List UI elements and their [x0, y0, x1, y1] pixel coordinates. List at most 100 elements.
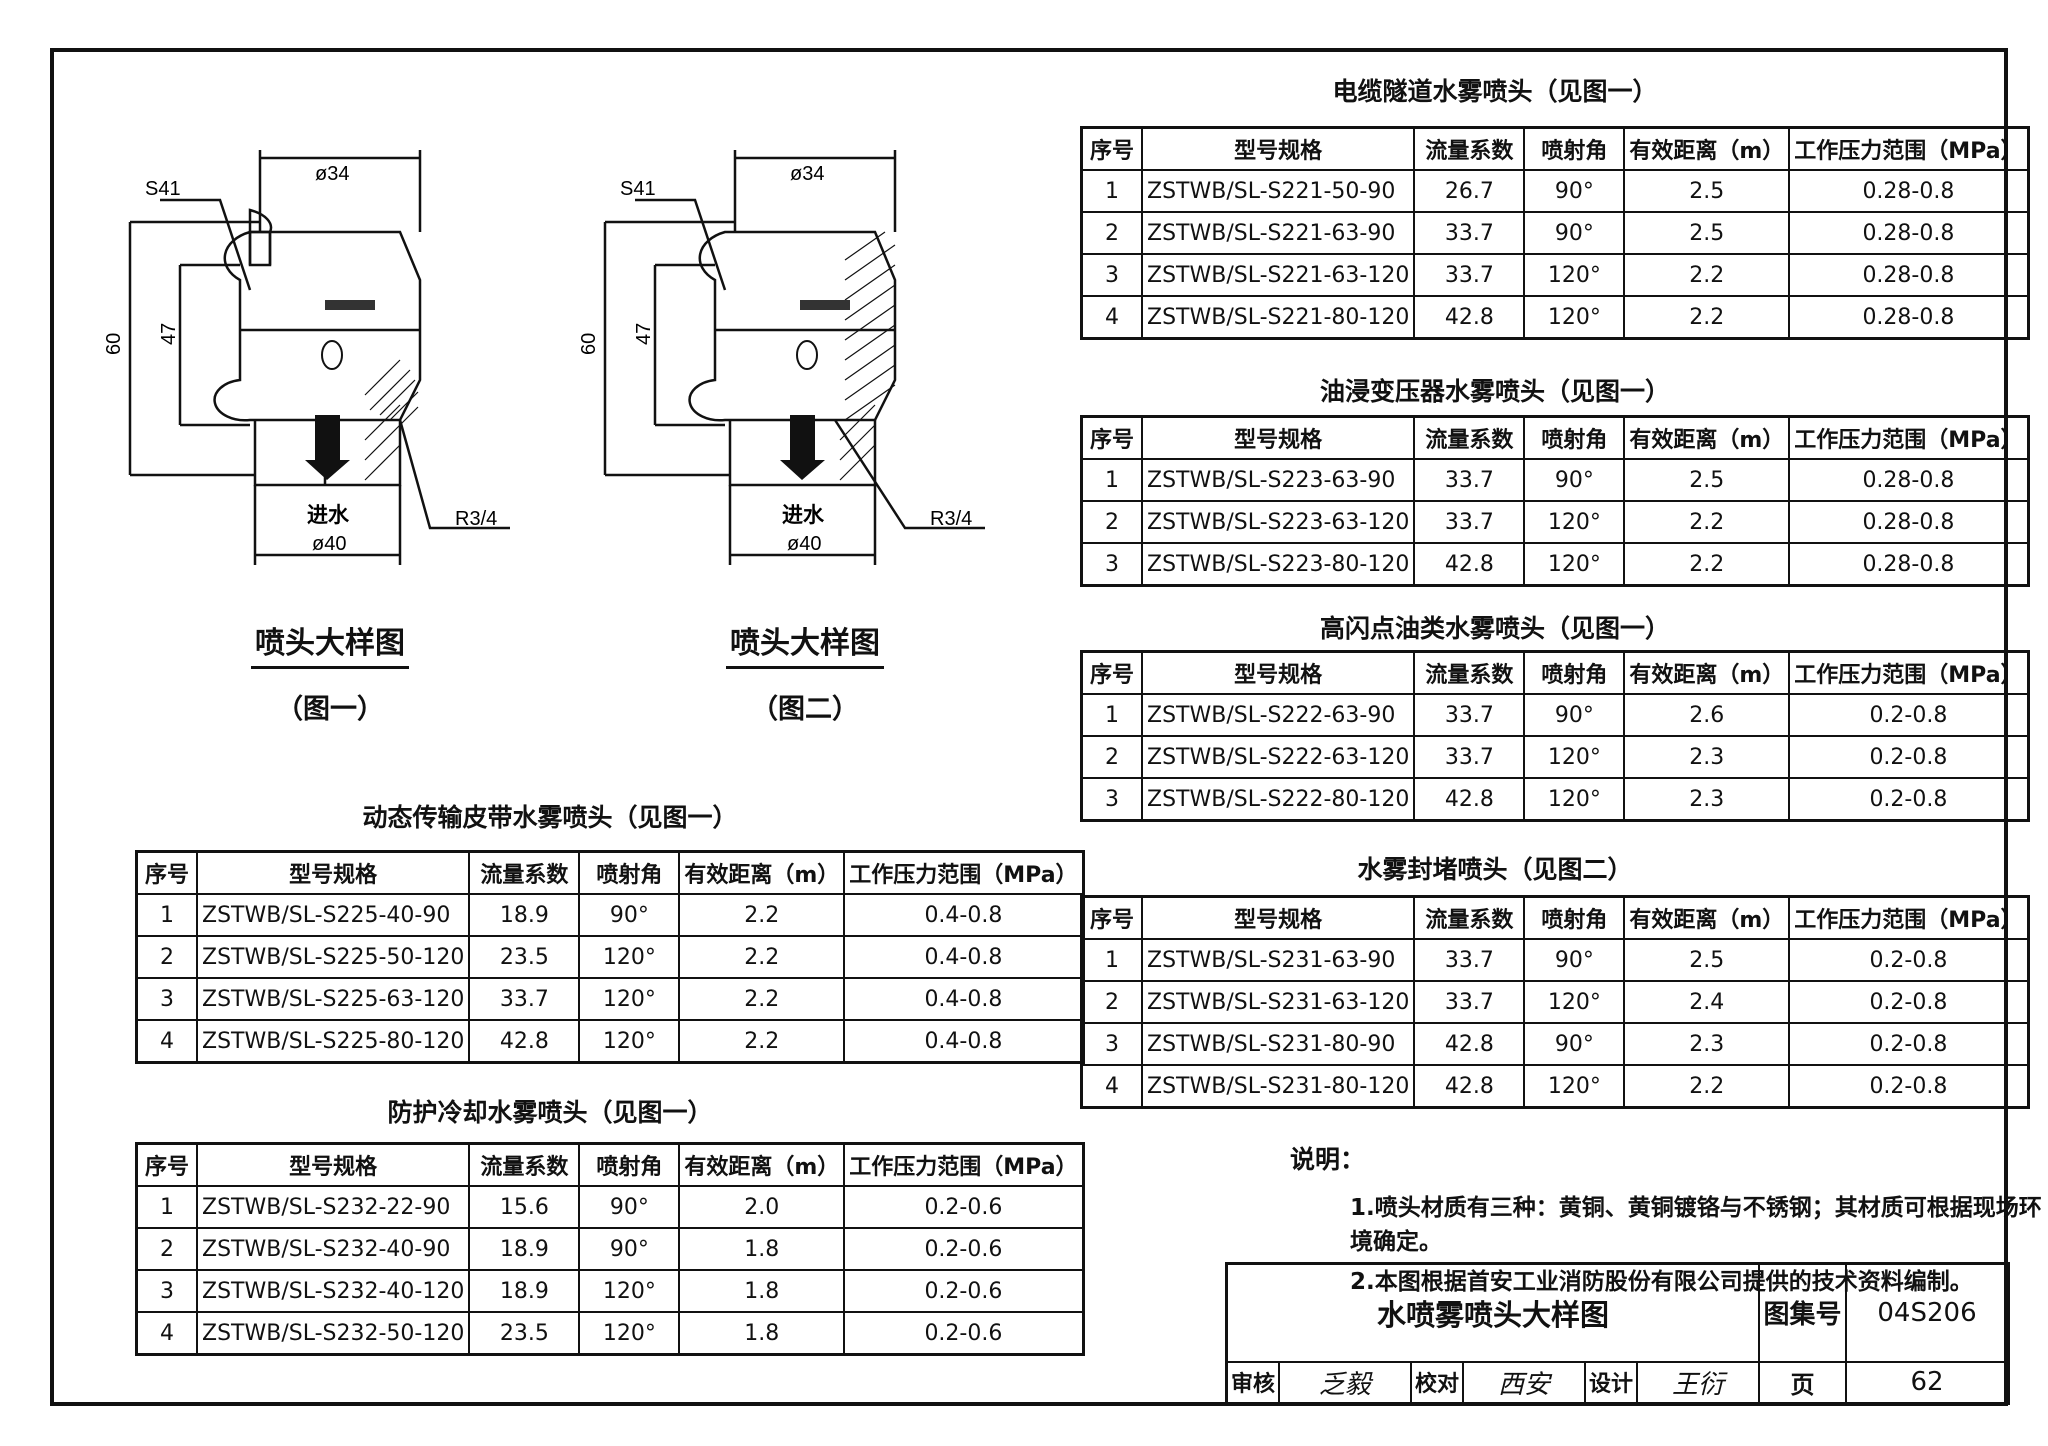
header-spray-angle: 喷射角	[1523, 650, 1626, 695]
cell-model: ZSTWB/SL-S225-63-120	[195, 977, 471, 1021]
cell-effective-distance: 2.2	[1623, 542, 1791, 587]
cell-spray-angle: 90°	[578, 1227, 681, 1271]
cell-index: 1	[1080, 169, 1143, 213]
cell-spray-angle: 90°	[578, 893, 681, 937]
header-spray-angle: 喷射角	[1523, 415, 1626, 460]
figure-1-caption: 喷头大样图 （图一）	[230, 618, 430, 726]
dim-hex-height: 47	[158, 323, 180, 345]
figure-2-caption: 喷头大样图 （图二）	[705, 618, 905, 726]
header-index: 序号	[1080, 126, 1143, 171]
cell-index: 3	[135, 977, 198, 1021]
cell-model: ZSTWB/SL-S231-80-120	[1140, 1064, 1416, 1109]
cell-index: 2	[1080, 980, 1143, 1024]
dim-total-height: 60	[578, 333, 600, 355]
cell-spray-angle: 90°	[1523, 169, 1626, 213]
cell-pressure-range: 0.28-0.8	[1788, 169, 2030, 213]
cell-pressure-range: 0.2-0.8	[1788, 735, 2030, 779]
cell-pressure-range: 0.2-0.8	[1788, 1064, 2030, 1109]
cell-index: 3	[1080, 1022, 1143, 1066]
cell-spray-angle: 120°	[1523, 500, 1626, 544]
page-label: 页	[1758, 1360, 1847, 1405]
header-spray-angle: 喷射角	[1523, 126, 1626, 171]
header-index: 序号	[1080, 415, 1143, 460]
cell-flow-coefficient: 33.7	[1413, 693, 1526, 737]
figure-2-title: 喷头大样图	[726, 618, 884, 669]
cell-model: ZSTWB/SL-S223-63-90	[1140, 458, 1416, 502]
cell-index: 4	[135, 1019, 198, 1064]
dim-bottom-diameter: ø40	[312, 533, 346, 555]
header-pressure-range: 工作压力范围（MPa）	[1788, 126, 2030, 171]
header-effective-distance: 有效距离（m）	[678, 1142, 846, 1187]
cell-effective-distance: 2.5	[1623, 169, 1791, 213]
header-index: 序号	[1080, 650, 1143, 695]
table-header-row: 序号型号规格流量系数喷射角有效距离（m）工作压力范围（MPa）	[1080, 895, 2030, 940]
cell-pressure-range: 0.28-0.8	[1788, 458, 2030, 502]
tunnel-table-title: 电缆隧道水雾喷头（见图一）	[1332, 77, 1658, 106]
cell-flow-coefficient: 26.7	[1413, 169, 1526, 213]
cell-effective-distance: 2.6	[1623, 693, 1791, 737]
cell-index: 4	[1080, 1064, 1143, 1109]
cell-pressure-range: 0.2-0.8	[1788, 777, 2030, 822]
cell-spray-angle: 120°	[1523, 542, 1626, 587]
cell-model: ZSTWB/SL-S225-50-120	[195, 935, 471, 979]
cell-spray-angle: 90°	[1523, 693, 1626, 737]
header-flow-coefficient: 流量系数	[1413, 895, 1526, 940]
header-model: 型号规格	[1140, 415, 1416, 460]
atlas-label: 图集号	[1758, 1262, 1847, 1363]
cell-flow-coefficient: 33.7	[1413, 500, 1526, 544]
cell-flow-coefficient: 33.7	[1413, 253, 1526, 297]
cell-pressure-range: 0.2-0.6	[843, 1227, 1085, 1271]
cell-model: ZSTWB/SL-S225-40-90	[195, 893, 471, 937]
cell-flow-coefficient: 42.8	[1413, 1022, 1526, 1066]
cell-flow-coefficient: 33.7	[1413, 458, 1526, 502]
cell-model: ZSTWB/SL-S222-63-120	[1140, 735, 1416, 779]
cell-index: 3	[1080, 542, 1143, 587]
cell-pressure-range: 0.2-0.8	[1788, 980, 2030, 1024]
designer-signature: 王衍	[1636, 1360, 1760, 1405]
transformer-table-title: 油浸变压器水雾喷头（见图一）	[1319, 377, 1670, 406]
header-spray-angle: 喷射角	[578, 1142, 681, 1187]
cell-flow-coefficient: 15.6	[468, 1185, 581, 1229]
header-index: 序号	[135, 850, 198, 895]
cell-pressure-range: 0.4-0.8	[843, 893, 1085, 937]
cell-flow-coefficient: 33.7	[468, 977, 581, 1021]
cell-effective-distance: 2.3	[1623, 777, 1791, 822]
cell-pressure-range: 0.28-0.8	[1788, 542, 2030, 587]
cell-effective-distance: 2.2	[1623, 500, 1791, 544]
cell-effective-distance: 2.2	[1623, 1064, 1791, 1109]
title-block: 水喷雾喷头大样图 图集号 04S206 审核 乏毅 校对 西安 设计 王衍 页 …	[1225, 1262, 2010, 1405]
cell-flow-coefficient: 18.9	[468, 1269, 581, 1313]
header-model: 型号规格	[195, 850, 471, 895]
drawing-title: 水喷雾喷头大样图	[1225, 1262, 1760, 1363]
cell-effective-distance: 1.8	[678, 1311, 846, 1356]
table-header-row: 序号型号规格流量系数喷射角有效距离（m）工作压力范围（MPa）	[135, 1142, 1085, 1187]
cell-index: 1	[1080, 458, 1143, 502]
header-effective-distance: 有效距离（m）	[1623, 650, 1791, 695]
cell-pressure-range: 0.28-0.8	[1788, 211, 2030, 255]
cell-index: 2	[135, 1227, 198, 1271]
cell-pressure-range: 0.2-0.8	[1788, 938, 2030, 982]
dim-hex-height: 47	[633, 323, 655, 345]
header-flow-coefficient: 流量系数	[1413, 650, 1526, 695]
cell-spray-angle: 120°	[578, 977, 681, 1021]
cell-effective-distance: 2.2	[678, 1019, 846, 1064]
cell-spray-angle: 90°	[578, 1185, 681, 1229]
cell-pressure-range: 0.28-0.8	[1788, 500, 2030, 544]
header-spray-angle: 喷射角	[1523, 895, 1626, 940]
page-number: 62	[1845, 1360, 2010, 1405]
cell-spray-angle: 120°	[578, 1269, 681, 1313]
